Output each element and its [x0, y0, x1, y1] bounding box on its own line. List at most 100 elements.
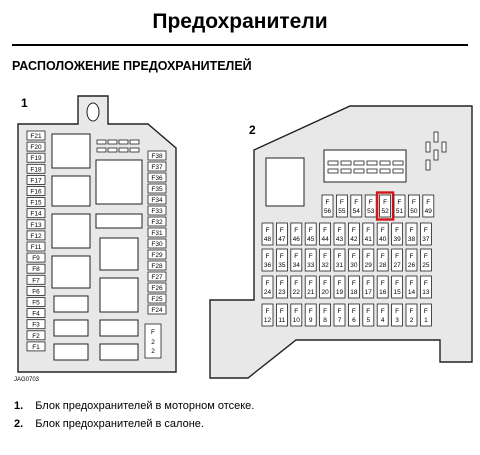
fuse-cabin-43: F43: [333, 222, 346, 246]
fuse-number: 46: [293, 236, 301, 243]
relay: [51, 213, 91, 249]
fuse-label: F13: [30, 222, 42, 229]
small-fuse: [353, 160, 365, 166]
fuse-number: 31: [336, 262, 344, 269]
fuse-label: F34: [151, 197, 163, 204]
fuse-letter: F: [412, 199, 416, 206]
fuse-cabin-3: F3: [391, 303, 404, 327]
fuse-number: 29: [365, 262, 373, 269]
fuse-f29: F29: [147, 249, 167, 260]
fuse-label: F30: [151, 241, 163, 248]
fuse-label: F15: [30, 200, 42, 207]
fuse-cabin-24: F24: [261, 275, 274, 299]
small-fuse: [425, 159, 431, 171]
fuse-letter: F: [381, 280, 385, 287]
fuse-f16: F16: [26, 186, 46, 196]
fuse-letter: F: [309, 308, 313, 315]
fuse-f14: F14: [26, 208, 46, 219]
fuse-letter: F: [381, 253, 385, 260]
small-fuse: [366, 168, 378, 174]
fuse-number: 42: [350, 236, 358, 243]
fuse-number: 2: [410, 317, 414, 324]
fuse-letter: F: [280, 308, 284, 315]
fuse-label: F35: [151, 186, 163, 193]
fuse-letter: F: [352, 227, 356, 234]
fuse-letter: F: [395, 253, 399, 260]
fuse-number: 25: [422, 262, 430, 269]
fuse-label: F17: [30, 177, 42, 184]
cabin-relay: [323, 149, 407, 183]
fuse-cabin-20: F20: [319, 275, 332, 299]
fuse-label: F3: [32, 322, 40, 329]
small-fuse: [433, 131, 439, 143]
fuse-cabin-29: F29: [362, 248, 375, 272]
relay: [95, 213, 143, 229]
fuse-letter: F: [383, 199, 387, 206]
fuse-cabin-46: F46: [290, 222, 303, 246]
fuse-letter: F: [354, 199, 358, 206]
fuse-f18: F18: [26, 163, 46, 174]
fuse-label: F28: [151, 263, 163, 270]
fuse-letter: F: [294, 280, 298, 287]
fuse-number: 44: [321, 236, 329, 243]
fuse-letter: F: [266, 227, 270, 234]
mounting-hole-icon: [86, 102, 100, 122]
fuse-f32: F32: [147, 216, 167, 227]
fuse-cabin-14: F14: [405, 275, 418, 299]
engine-fuse-column-left: F21F20F19F18F17F16F15F14F13F12F11F9F8F7F…: [26, 130, 46, 352]
fuse-letter: F: [323, 227, 327, 234]
fuse-f4: F4: [26, 308, 46, 319]
fuse-letter: F: [338, 280, 342, 287]
small-fuse: [433, 149, 439, 161]
fuse-number: 38: [408, 236, 416, 243]
figure-label-cabin: 2: [249, 123, 256, 137]
relay: [53, 295, 89, 313]
fuse-cabin-27: F27: [391, 248, 404, 272]
small-fuse: [392, 168, 404, 174]
fuse-f11: F11: [26, 241, 46, 252]
fuse-number: 53: [367, 208, 375, 215]
fuse-label: F9: [32, 255, 40, 262]
fuse-letter: F: [366, 308, 370, 315]
fuse-cabin-36: F36: [261, 248, 274, 272]
small-fuse: [340, 160, 352, 166]
fuse-number: 1: [424, 317, 428, 324]
fuse-f8: F8: [26, 263, 46, 274]
relay: [53, 343, 89, 361]
caption-1-text: Блок предохранителей в моторном отсеке.: [35, 400, 255, 412]
fuse-cabin-30: F30: [347, 248, 360, 272]
fuse-f3: F3: [26, 319, 46, 330]
highlight-frame: [375, 191, 395, 221]
fuse-letter: F: [381, 227, 385, 234]
fuse-number: 33: [307, 262, 315, 269]
fuse-f30: F30: [147, 238, 167, 249]
caption-1: 1.Блок предохранителей в моторном отсеке…: [14, 400, 254, 412]
fuse-f24: F24: [147, 304, 167, 315]
fuse-letter: F: [326, 199, 330, 206]
cabin-relay: [265, 157, 305, 207]
section-title: РАСПОЛОЖЕНИЕ ПРЕДОХРАНИТЕЛЕЙ: [12, 59, 252, 73]
fuse-number: 50: [410, 208, 418, 215]
fuse-f22-num: 2: [151, 339, 155, 346]
fuse-number: 16: [379, 289, 387, 296]
fuse-f27: F27: [147, 271, 167, 282]
fuse-number: 15: [393, 289, 401, 296]
fuse-letter: F: [352, 308, 356, 315]
fuse-label: F14: [30, 211, 42, 218]
fuse-cabin-45: F45: [304, 222, 317, 246]
fuse-number: 23: [278, 289, 286, 296]
fuse-cabin-18: F18: [347, 275, 360, 299]
fuse-letter: F: [395, 308, 399, 315]
fuse-cabin-56: F56: [321, 194, 334, 218]
small-fuse: [107, 139, 118, 145]
fuse-letter: F: [266, 280, 270, 287]
fuse-cabin-5: F5: [362, 303, 375, 327]
fuse-letter: F: [266, 253, 270, 260]
fuse-f12: F12: [26, 230, 46, 241]
fuse-f9: F9: [26, 252, 46, 263]
fuse-letter: F: [410, 253, 414, 260]
fuse-label: F5: [32, 300, 40, 307]
small-fuse: [118, 147, 129, 153]
small-fuse: [129, 139, 140, 145]
fuse-cabin-33: F33: [304, 248, 317, 272]
